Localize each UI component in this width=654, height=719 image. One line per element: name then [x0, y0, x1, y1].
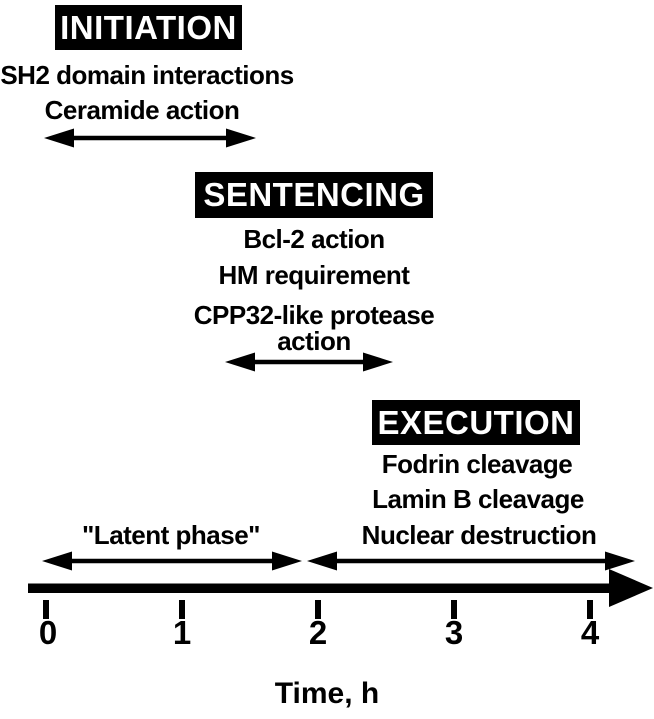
fodrin-cleavage-label: Fodrin cleavage	[381, 449, 573, 479]
execution-phase-title: EXECUTION	[377, 403, 575, 441]
time-axis-arrow	[28, 569, 653, 607]
hm-requirement-label: HM requirement	[218, 260, 410, 290]
nuclear-destruction-span-arrow	[307, 551, 635, 571]
tick-label-1: 1	[172, 614, 192, 651]
tick-label-3: 3	[444, 614, 464, 651]
lamin-b-cleavage-label: Lamin B cleavage	[372, 484, 584, 514]
tick-mark-3	[451, 600, 457, 619]
tick-mark-4	[587, 600, 593, 619]
cpp32-protease-action-label: CPP32-like protease action	[193, 300, 435, 356]
latent-phase-span-arrow	[42, 551, 302, 571]
tick-mark-0	[43, 600, 49, 619]
initiation-span-arrow	[44, 128, 256, 148]
latent-phase-label: "Latent phase"	[81, 520, 261, 550]
sentencing-span-arrow	[225, 352, 393, 372]
execution-phase-header: EXECUTION	[372, 400, 580, 445]
time-axis-title: Time, h	[274, 677, 380, 710]
initiation-phase-header: INITIATION	[55, 5, 242, 50]
nuclear-destruction-label: Nuclear destruction	[361, 520, 597, 550]
sh2-domain-interactions-label: SH2 domain interactions	[0, 60, 294, 90]
initiation-phase-title: INITIATION	[60, 8, 237, 46]
tick-label-4: 4	[580, 614, 600, 651]
tick-label-0: 0	[38, 614, 58, 651]
tick-label-2: 2	[308, 614, 328, 651]
bcl2-action-label: Bcl-2 action	[243, 224, 385, 254]
tick-mark-2	[315, 600, 321, 619]
ceramide-action-label: Ceramide action	[44, 95, 240, 125]
sentencing-phase-header: SENTENCING	[195, 172, 433, 218]
tick-mark-1	[179, 600, 185, 619]
sentencing-phase-title: SENTENCING	[203, 176, 425, 213]
